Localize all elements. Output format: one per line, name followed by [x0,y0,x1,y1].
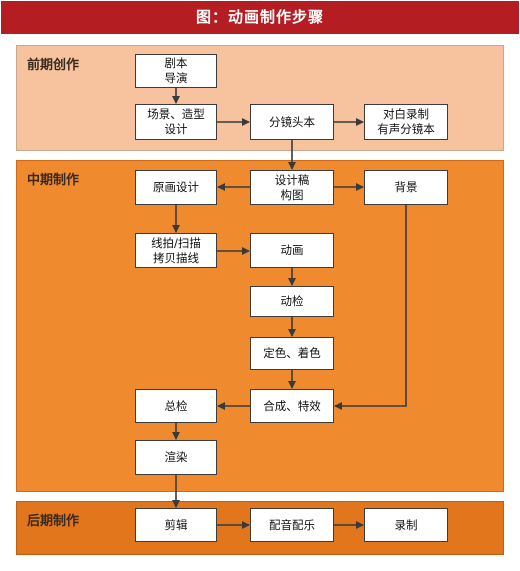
node-keyframe-design: 原画设计 [135,170,217,205]
node-composite: 合成、特效 [250,389,334,423]
node-storyboard: 分镜头本 [250,104,334,140]
node-script-director: 剧本 导演 [135,54,217,88]
page-title: 图：动画制作步骤 [1,1,519,34]
node-recording: 录制 [364,508,448,542]
node-color: 定色、着色 [250,337,334,370]
node-dialogue: 对白录制 有声分镜本 [364,104,448,140]
node-animation: 动画 [250,233,334,268]
phase-label-mid: 中期制作 [27,173,80,188]
node-inbetween: 线拍/扫描 拷贝描线 [135,233,217,268]
node-final-check: 总检 [135,389,217,423]
phase-label-pre: 前期创作 [27,58,80,73]
phase-mid-production: 中期制作 [16,160,504,492]
node-background: 背景 [364,170,448,205]
node-render: 渲染 [135,440,217,475]
node-music: 配音配乐 [250,508,334,542]
node-scene-design: 场景、造型 设计 [135,104,217,140]
node-layout: 设计稿 构图 [250,170,334,205]
node-editing: 剪辑 [135,508,217,542]
phase-label-post: 后期制作 [27,514,80,529]
node-anim-check: 动检 [250,286,334,317]
